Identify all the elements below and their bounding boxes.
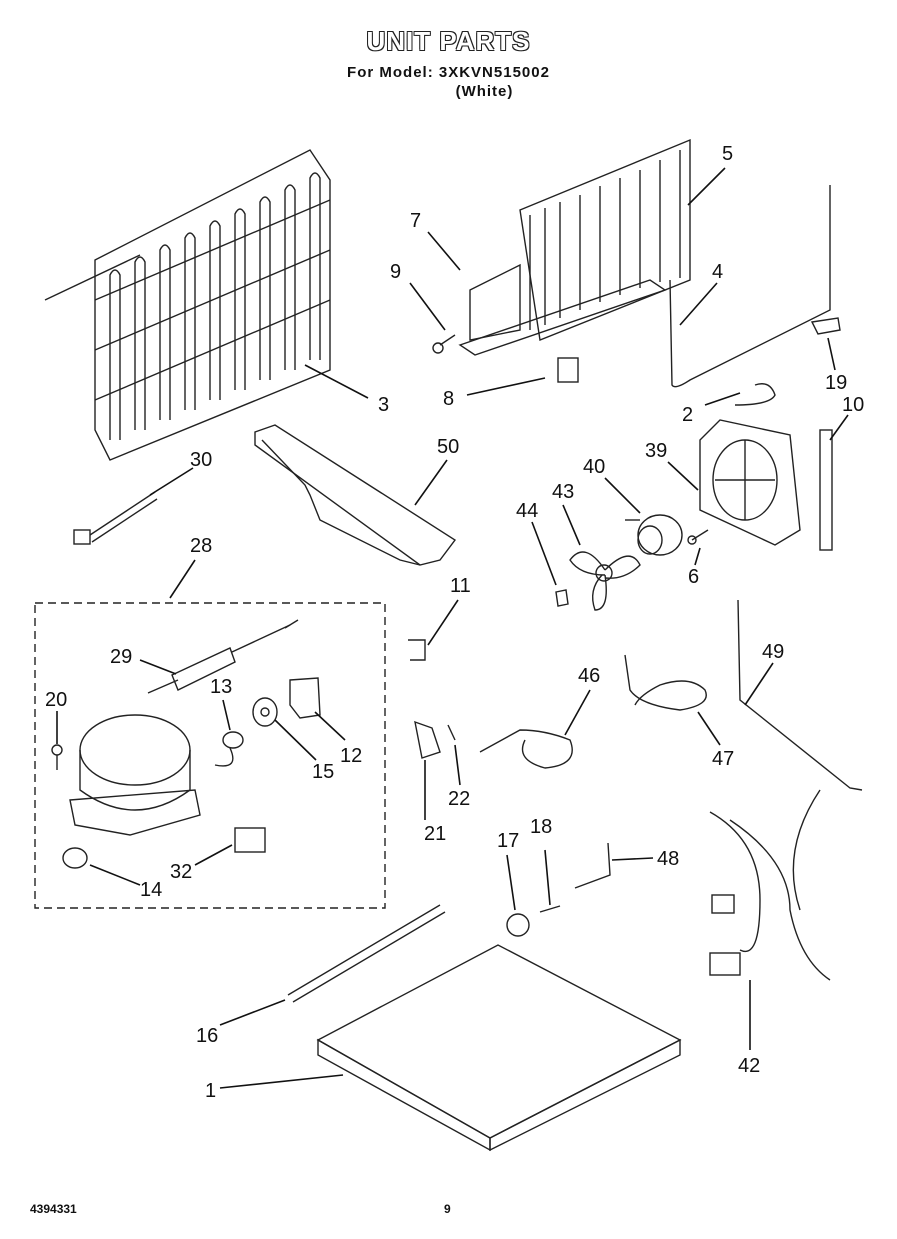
callout-13: 13	[210, 676, 232, 698]
callout-labels: 1 2 3 4 5 6 7 8 9 10 11 12 13 14 15 16 1…	[45, 143, 864, 1102]
callout-10: 10	[842, 394, 864, 416]
tube-46-drawing	[479, 729, 573, 769]
screw-9-drawing	[432, 334, 456, 354]
callout-40: 40	[583, 456, 605, 478]
callout-32: 32	[170, 861, 192, 883]
callout-48: 48	[657, 848, 679, 870]
rod-16-drawing	[287, 904, 446, 1003]
fan-motor-drawing	[625, 514, 683, 556]
screw-6-drawing	[687, 529, 709, 545]
callout-30: 30	[190, 449, 212, 471]
screw-18-drawing	[539, 905, 561, 913]
callout-50: 50	[437, 436, 459, 458]
capacitor-32-drawing	[234, 827, 266, 853]
callout-11: 11	[450, 575, 471, 597]
callout-12: 12	[340, 745, 362, 767]
compressor-drawing	[69, 714, 201, 836]
callout-5: 5	[722, 143, 733, 165]
callout-22: 22	[448, 788, 470, 810]
grommet-14-drawing	[62, 847, 88, 869]
tube-48-drawing	[574, 842, 611, 889]
callout-20: 20	[45, 689, 67, 711]
callout-6: 6	[688, 566, 699, 588]
callout-47: 47	[712, 748, 734, 770]
page-title: UNIT PARTS	[366, 26, 531, 56]
callout-2: 2	[682, 404, 693, 426]
wiring-harness-drawing	[709, 789, 831, 981]
defrost-wire-drawing	[669, 185, 831, 388]
page-number: 9	[444, 1202, 451, 1216]
callout-43: 43	[552, 481, 574, 503]
fan-shroud-drawing	[699, 419, 801, 546]
doc-number: 4394331	[30, 1202, 77, 1216]
cable-tie-drawing	[73, 491, 158, 545]
leader-lines	[56, 167, 849, 1089]
callout-19: 19	[825, 372, 847, 394]
tube-47-drawing	[624, 654, 707, 711]
mount-17-drawing	[506, 913, 530, 937]
callout-9: 9	[390, 261, 401, 283]
drier-drawing	[147, 619, 299, 694]
clip-11-drawing	[408, 639, 426, 661]
callout-44: 44	[516, 500, 538, 522]
callout-1: 1	[205, 1080, 216, 1102]
callout-8: 8	[443, 388, 454, 410]
callout-42: 42	[738, 1055, 760, 1077]
base-pan-drawing	[316, 944, 682, 1152]
cover-12-drawing	[289, 677, 321, 719]
callout-46: 46	[578, 665, 600, 687]
callout-14: 14	[140, 879, 162, 901]
callout-3: 3	[378, 394, 389, 416]
clip-8-drawing	[557, 357, 579, 383]
fan-blade-drawing	[569, 551, 641, 611]
callout-15: 15	[312, 761, 334, 783]
relay-15-drawing	[252, 697, 278, 727]
screw-20-drawing	[51, 744, 63, 770]
clip-19-drawing	[810, 317, 841, 335]
evaporator-drawing	[458, 138, 691, 356]
drain-pan-drawing	[254, 424, 457, 566]
callout-39: 39	[645, 440, 667, 462]
tube-49-drawing	[737, 599, 863, 791]
callout-4: 4	[712, 261, 723, 283]
clip-44-drawing	[555, 589, 569, 607]
condenser-coil-drawing	[44, 149, 331, 461]
callout-16: 16	[196, 1025, 218, 1047]
compressor-kit-box	[34, 602, 386, 909]
plug-2-drawing	[734, 383, 776, 406]
callout-17: 17	[497, 830, 519, 852]
model-line: For Model: 3XKVN515002	[347, 64, 550, 81]
callout-28: 28	[190, 535, 212, 557]
bracket-21-drawing	[414, 720, 441, 759]
callout-29: 29	[110, 646, 132, 668]
strip-10-drawing	[819, 429, 833, 551]
callout-7: 7	[410, 210, 421, 232]
callout-18: 18	[530, 816, 552, 838]
overload-13-drawing	[214, 731, 244, 767]
color-line: (White)	[455, 83, 514, 100]
callout-49: 49	[762, 641, 784, 663]
callout-21: 21	[424, 823, 446, 845]
screw-22-drawing	[447, 724, 456, 741]
